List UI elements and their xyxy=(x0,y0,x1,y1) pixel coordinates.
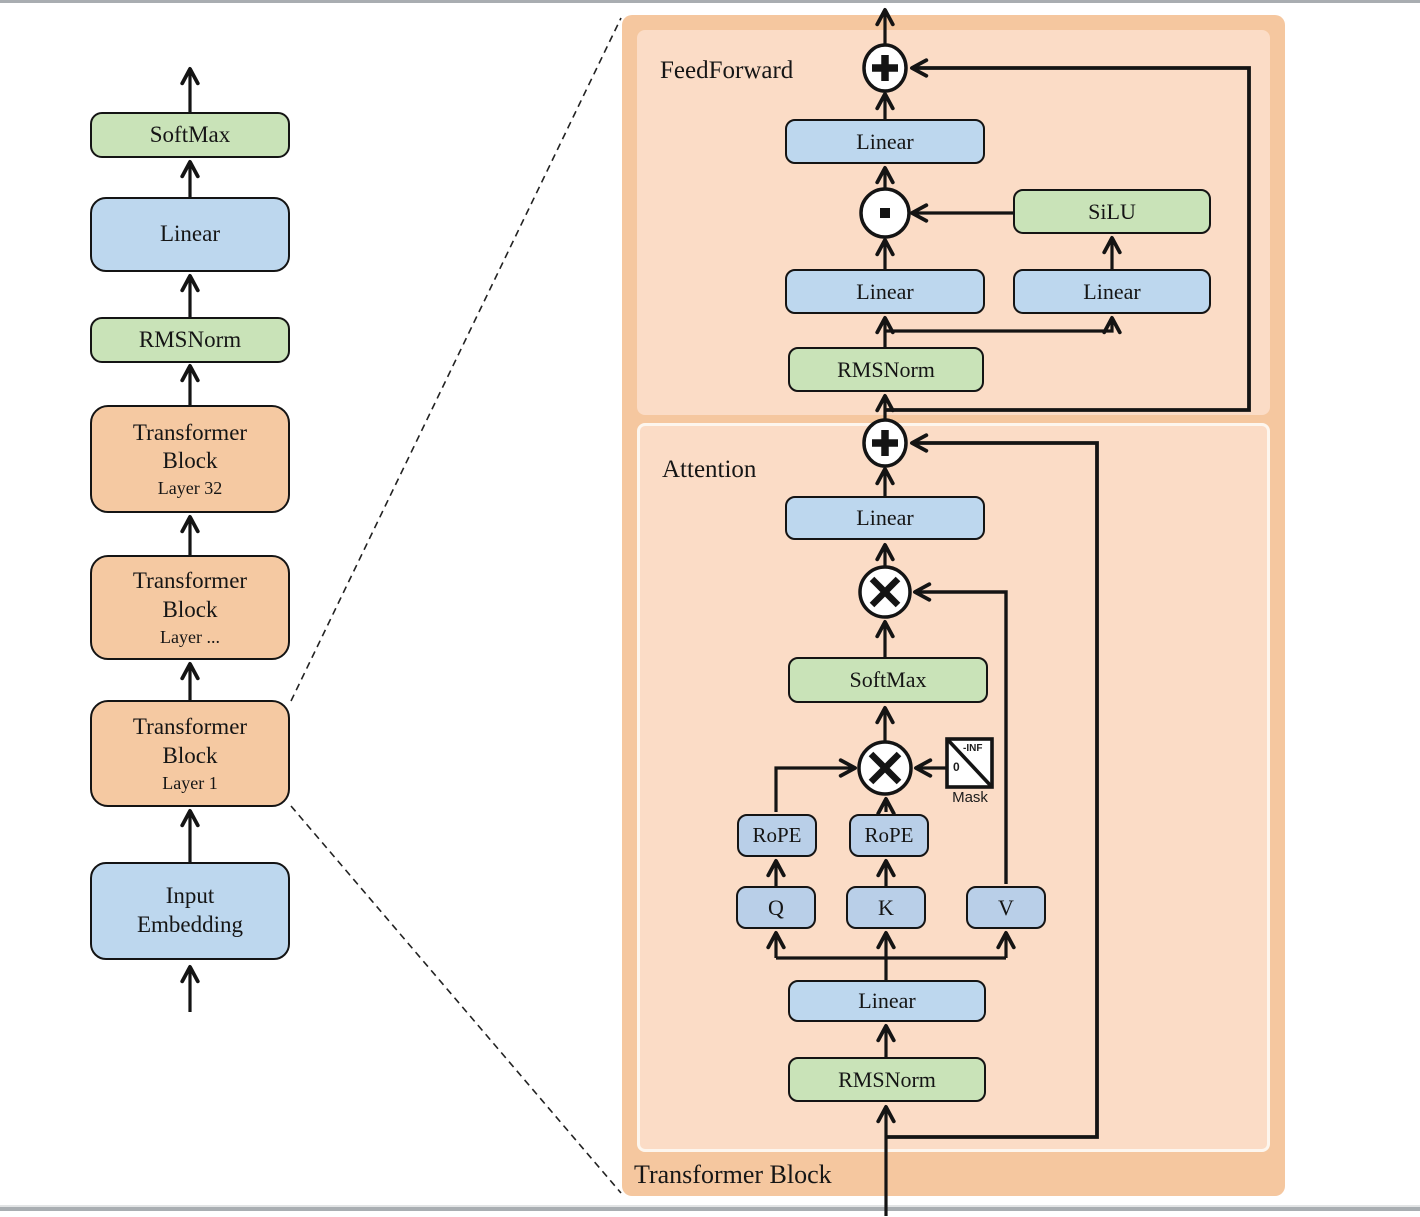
attention-residual-line xyxy=(886,433,1099,1139)
add-icon xyxy=(862,418,908,468)
ff-linear-out-block: Linear xyxy=(785,119,985,164)
transformer-block-1: Transformer Block Layer 1 xyxy=(90,700,290,807)
elbow-ffrmsnorm-to-linearright xyxy=(885,315,1122,335)
transformer-block-label: Transformer Block xyxy=(634,1160,832,1189)
input-embedding-block: Input Embedding xyxy=(90,862,290,960)
attention-label: Attention xyxy=(662,456,757,483)
rmsnorm-block: RMSNorm xyxy=(90,317,290,363)
transformer-block-n: Transformer Block Layer ... xyxy=(90,555,290,660)
att-linear-out-block: Linear xyxy=(785,496,985,540)
q-label: Q xyxy=(768,894,784,920)
q-block: Q xyxy=(736,886,816,929)
att-linear-out-label: Linear xyxy=(856,505,914,531)
rope-q-label: RoPE xyxy=(752,823,802,848)
ropeq-elbow-to-matmul2 xyxy=(774,758,857,812)
zoom-guide-line-bottom xyxy=(290,805,622,1194)
ff-linear-right-label: Linear xyxy=(1083,278,1141,304)
v-block: V xyxy=(966,886,1046,929)
rmsnorm-block-label: RMSNorm xyxy=(138,326,242,352)
att-softmax-block: SoftMax xyxy=(788,657,988,703)
k-block: K xyxy=(846,886,926,929)
silu-label: SiLU xyxy=(1088,198,1136,224)
rope-k-block: RoPE xyxy=(849,814,929,857)
transformer-block-32-sublabel: Layer 32 xyxy=(157,478,223,498)
ff-linear-right-block: Linear xyxy=(1013,269,1211,314)
mask-icon xyxy=(945,737,994,789)
input-embedding-block-label: Input Embedding xyxy=(136,883,244,937)
matmul-icon xyxy=(858,565,912,619)
transformer-block-n-label: Transformer Block xyxy=(132,568,248,622)
v-elbow-to-matmul xyxy=(913,582,1008,884)
matmul-icon xyxy=(857,740,913,796)
ff-rmsnorm-label: RMSNorm xyxy=(837,356,935,382)
transformer-block-32-label: Transformer Block xyxy=(132,419,248,474)
k-label: K xyxy=(878,894,894,920)
feedforward-label: FeedForward xyxy=(660,57,794,84)
linear-block: Linear xyxy=(90,197,290,272)
linear-block-label: Linear xyxy=(159,221,220,247)
mask-neg-inf-value: -INF xyxy=(963,743,983,754)
att-linear-in-block: Linear xyxy=(788,980,986,1022)
bottom-frame-line-light xyxy=(0,1205,1420,1207)
zoom-guide-line-top xyxy=(290,17,622,702)
transformer-block-n-sublabel: Layer ... xyxy=(160,626,220,647)
transformer-block-1-label: Transformer Block xyxy=(132,714,248,768)
softmax-block: SoftMax xyxy=(90,112,290,158)
add-icon xyxy=(862,43,908,93)
v-label: V xyxy=(998,894,1014,920)
top-frame-line xyxy=(0,0,1420,3)
mask-label: Mask xyxy=(952,789,988,806)
transformer-block-1-sublabel: Layer 1 xyxy=(162,772,218,793)
rope-q-block: RoPE xyxy=(737,814,817,857)
ff-linear-out-label: Linear xyxy=(856,128,914,154)
elementwise-product-icon xyxy=(859,187,911,239)
ff-rmsnorm-block: RMSNorm xyxy=(788,347,984,392)
rope-k-label: RoPE xyxy=(864,823,914,848)
ff-linear-left-label: Linear xyxy=(856,278,914,304)
mask-zero-value: 0 xyxy=(953,760,960,774)
ff-residual-line xyxy=(885,58,1251,412)
ff-linear-left-block: Linear xyxy=(785,269,985,314)
silu-block: SiLU xyxy=(1013,189,1211,234)
att-rmsnorm-label: RMSNorm xyxy=(838,1066,936,1092)
att-softmax-label: SoftMax xyxy=(849,667,927,693)
att-linear-in-label: Linear xyxy=(858,988,916,1014)
softmax-block-label: SoftMax xyxy=(149,121,231,147)
bottom-frame-line xyxy=(0,1207,1420,1211)
att-rmsnorm-block: RMSNorm xyxy=(788,1057,986,1102)
transformer-block-32: Transformer Block Layer 32 xyxy=(90,405,290,513)
